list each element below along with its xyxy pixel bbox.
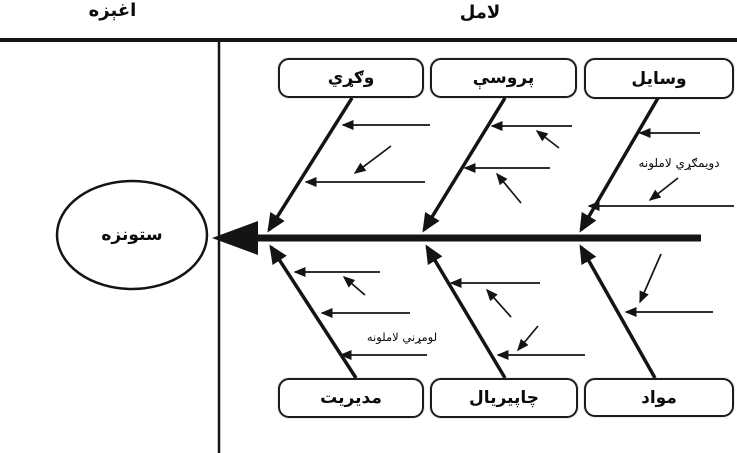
- problem-label: ستونزه: [101, 225, 163, 245]
- category-label: چاپيريال: [468, 388, 540, 408]
- problem-ellipse-outline: [55, 179, 209, 291]
- cause-header-label: لامل: [459, 2, 501, 23]
- bone-people: [267, 97, 354, 233]
- problem-node: ستونزه: [57, 181, 207, 289]
- category-box-processes: پروسې: [430, 58, 577, 98]
- environment-sub-arrow-3: [517, 325, 539, 352]
- spine-arrowhead: [212, 221, 258, 255]
- bone-environment: [425, 244, 507, 379]
- category-box-environment: چاپيريال: [430, 378, 578, 418]
- environment-sub-arrow-2: [486, 288, 512, 318]
- processes-sub-arrow-4: [496, 172, 522, 204]
- people-sub-arrow-2: [353, 145, 392, 174]
- secondary-causes-leader-arrow: [648, 177, 679, 201]
- management-sub-arrow-2: [342, 276, 366, 296]
- secondary-causes-annotation: دويمګړي لاملونه: [638, 156, 720, 170]
- bone-materials: [579, 244, 657, 379]
- bone-processes: [422, 97, 507, 233]
- primary-causes-annotation: لومړني لاملونه: [366, 330, 438, 344]
- category-label: وسايل: [631, 68, 687, 89]
- category-label: مواد: [641, 387, 677, 408]
- effect-header-label: اغېزه: [88, 0, 137, 21]
- materials-sub-arrow-2: [639, 253, 662, 304]
- category-box-management: مديريت: [278, 378, 424, 418]
- category-label: وګړي: [327, 68, 375, 88]
- category-label: پروسې: [472, 68, 535, 88]
- category-box-materials: مواد: [584, 378, 734, 417]
- category-box-equipment: وسايل: [584, 58, 734, 99]
- category-label: مديريت: [320, 388, 382, 408]
- sub-cause-arrows: [293, 120, 734, 360]
- category-box-people: وګړي: [278, 58, 424, 98]
- processes-sub-arrow-2: [535, 130, 560, 149]
